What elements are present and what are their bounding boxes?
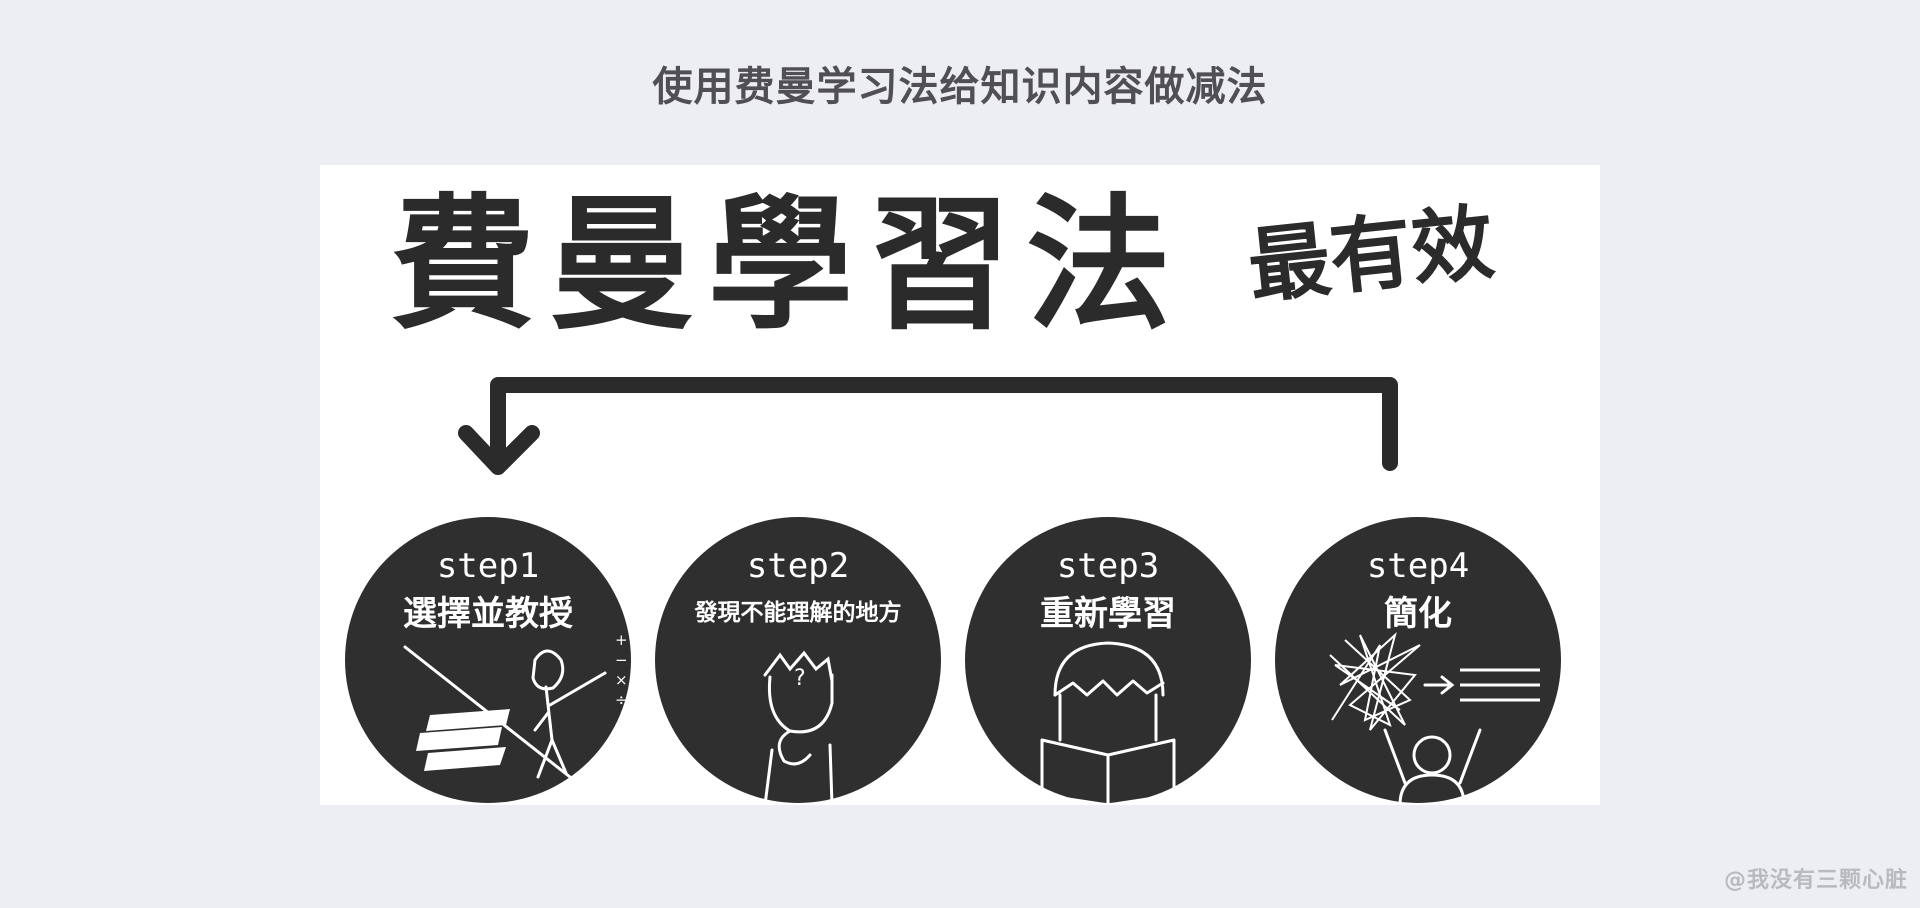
step-3-label: 重新學習 xyxy=(1040,594,1176,634)
step-2-circle: step2 發現不能理解的地方 ? xyxy=(655,517,941,805)
step-1-label: 選擇並教授 xyxy=(403,594,573,634)
step-2-label: 發現不能理解的地方 xyxy=(694,599,902,626)
plus-symbol: + xyxy=(615,631,628,649)
loop-arrow-icon xyxy=(458,377,1398,475)
times-symbol: × xyxy=(615,671,628,689)
step-3-number: step3 xyxy=(1057,546,1159,586)
minus-symbol: − xyxy=(615,651,628,669)
cheering-person-icon xyxy=(1383,728,1482,805)
step-4-circle: step4 簡化 xyxy=(1275,517,1561,805)
step-1-number: step1 xyxy=(437,546,539,586)
divide-symbol: ÷ xyxy=(615,691,628,709)
watermark: @我没有三颗心脏 xyxy=(1723,868,1908,893)
step-2-number: step2 xyxy=(747,546,849,586)
feynman-poster-image: 費曼學習法 最有效 step1 選擇並教授 xyxy=(320,165,1600,805)
reading-person-icon xyxy=(1040,641,1176,805)
poster-headline: 費曼學習法 xyxy=(390,181,1185,350)
stacked-papers-icon xyxy=(416,709,510,771)
step-1-circle: step1 選擇並教授 + − × xyxy=(345,517,631,803)
poster-subheadline: 最有效 xyxy=(1244,195,1499,315)
poster-illustration: 費曼學習法 最有效 step1 選擇並教授 xyxy=(345,181,1561,805)
thinking-person-icon: ? xyxy=(763,650,834,805)
step-3-circle: step3 重新學習 xyxy=(965,517,1251,805)
step-4-label: 簡化 xyxy=(1384,594,1452,634)
question-mark-icon: ? xyxy=(794,666,806,691)
page-title: 使用费曼学习法给知识内容做减法 xyxy=(652,64,1268,110)
arrow-right-icon xyxy=(1423,675,1455,695)
tangled-lines-icon xyxy=(1329,631,1421,731)
neat-lines-icon xyxy=(1460,668,1540,702)
step-4-number: step4 xyxy=(1367,546,1469,586)
math-symbols: + − × ÷ xyxy=(615,631,628,709)
